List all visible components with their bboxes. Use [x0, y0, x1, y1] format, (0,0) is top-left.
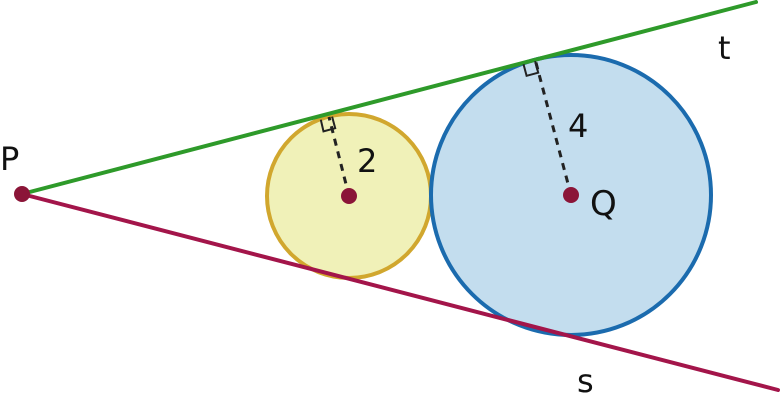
small-radius-label: 2	[357, 142, 377, 180]
line-s-label: s	[577, 362, 594, 400]
small-center-dot	[341, 188, 357, 204]
tangent-line-t	[20, 0, 758, 196]
tangent-line-s	[20, 192, 780, 392]
point-p-dot	[14, 186, 30, 202]
point-q-dot	[563, 187, 579, 203]
small-radius-segment	[327, 116, 351, 197]
right-angle-marker-icon	[319, 116, 337, 133]
point-q-label: Q	[590, 184, 617, 224]
large-radius-segment	[533, 58, 573, 196]
right-angle-marker-icon	[522, 60, 540, 78]
point-p-label: P	[0, 140, 19, 178]
line-t-label: t	[718, 29, 731, 67]
large-radius-label: 4	[568, 107, 588, 145]
